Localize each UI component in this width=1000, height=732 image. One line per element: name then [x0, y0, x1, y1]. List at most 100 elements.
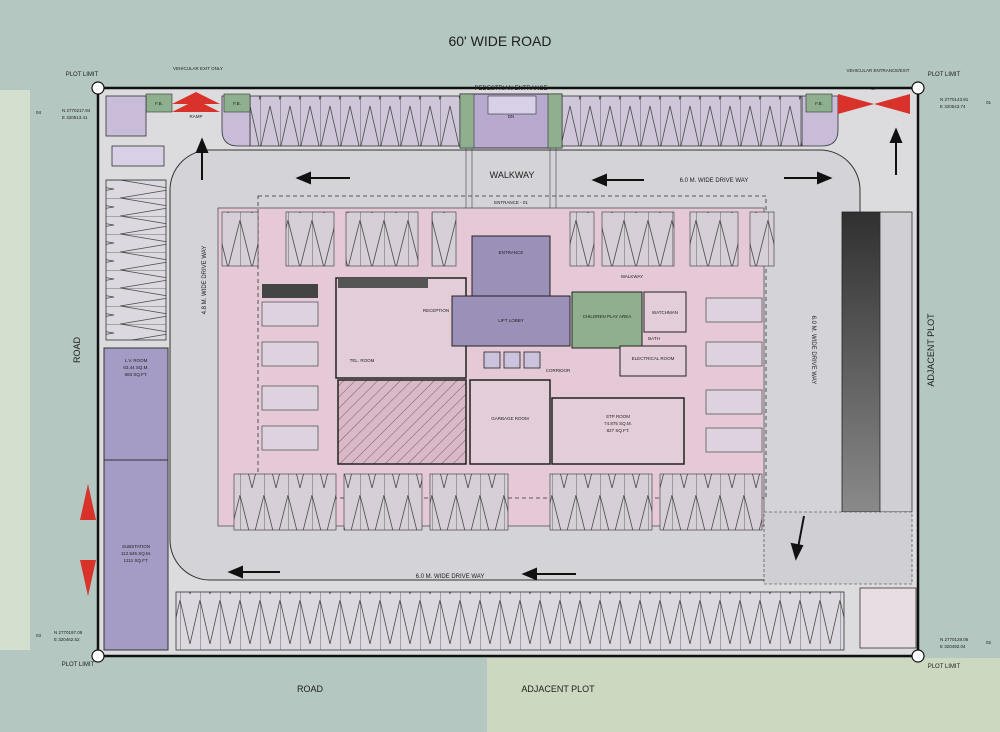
corner-e-tl: E 320513.41 — [62, 115, 88, 120]
podium-parking-b1 — [233, 473, 337, 531]
garbage-room — [469, 379, 551, 465]
stp-room-area-ft: 827 SQ.FT. — [607, 428, 630, 433]
watchman-label: WATCHMAN — [652, 310, 678, 315]
stp-room — [551, 397, 685, 465]
podium-parking-8 — [749, 211, 775, 267]
stp-room-name: STP ROOM — [606, 414, 630, 419]
ramp-curve-zone — [763, 511, 913, 585]
top-parking-right — [561, 95, 803, 147]
vehicular-exit-label: VEHICULAR EXIT ONLY — [173, 66, 223, 71]
corner-markers — [91, 81, 925, 663]
checker-panel — [262, 284, 318, 298]
electrical-label: ELECTRICAL ROOM — [632, 356, 675, 361]
corridor-label: CORRIDOR — [546, 368, 571, 373]
plot-limit-tr: PLOT LIMIT — [928, 72, 961, 78]
lift-shafts — [483, 351, 541, 369]
right-drive-label: 6.0 M. WIDE DRIVE WAY — [810, 316, 816, 385]
stp-hatched-room — [337, 379, 467, 465]
corner-n-tr: N 2770143.91 — [940, 97, 969, 102]
corner-n-tl: N 2770217.94 — [62, 108, 91, 113]
podium-parking-1 — [221, 211, 259, 267]
lv-room-area-m: 63.44 SQ.M. — [123, 365, 148, 370]
entrance-label: ENTRANCE — [499, 250, 524, 255]
fb-label-3: F.B. — [815, 101, 823, 106]
podium-parking-2 — [285, 211, 335, 267]
fb-box-3 — [805, 93, 833, 113]
entrance-dn-label: DN — [508, 114, 515, 119]
corner-n-bl: N 2770197.09 — [54, 630, 83, 635]
corner-e-bl: E 320462.52 — [54, 637, 80, 642]
plot-limit-tl: PLOT LIMIT — [66, 72, 99, 78]
plot-limit-bl: PLOT LIMIT — [62, 662, 95, 668]
left-road-label: ROAD — [72, 337, 82, 364]
lift-lobby-label: LIFT LOBBY — [498, 318, 523, 323]
bottom-adjacent-label: ADJACENT PLOT — [521, 684, 595, 694]
corner-num-tr: 01 — [986, 100, 992, 105]
top-road-label: 60' WIDE ROAD — [448, 33, 551, 49]
children-play-area-room — [571, 291, 643, 349]
podium-parking-b3 — [429, 473, 509, 531]
left-parking — [105, 179, 167, 341]
substation-area-ft: 1211 SQ.FT. — [124, 558, 149, 563]
corner-n-br: N 2770128.06 — [940, 637, 969, 642]
staircase-bottom-right — [859, 587, 917, 649]
ramp-side — [879, 211, 913, 513]
corner-num-tl: 04 — [36, 110, 42, 115]
entrance-top-label: ENTRANCE - 01 — [494, 200, 528, 205]
podium-parking-b4 — [549, 473, 653, 531]
substation-side-arrows — [80, 484, 96, 596]
corner-num-br: 02 — [986, 640, 992, 645]
bottom-parking — [175, 591, 845, 651]
core-rooms-left — [335, 277, 467, 379]
flow-arrows — [195, 127, 903, 581]
podium-parking-b5 — [659, 473, 763, 531]
tel-room-label: TEL. ROOM — [350, 358, 375, 363]
entry-ramp-arrows — [838, 94, 910, 114]
substation-name: SUBSTATION — [122, 544, 150, 549]
substation-area-m: 112.545 SQ.M. — [121, 551, 151, 556]
garbage-room-label: GARBAGE ROOM — [491, 416, 529, 421]
right-adjacent-strip — [955, 90, 1000, 650]
reception-label: RECEPTION — [423, 308, 449, 313]
inner-walkway-label: WALKWAY — [621, 274, 643, 279]
fb-label-2: F.B. — [233, 101, 241, 106]
entrance-planter-left — [459, 93, 475, 149]
substation-room — [103, 459, 169, 651]
walkway-label: WALKWAY — [490, 170, 535, 180]
left-road-strip — [0, 90, 30, 650]
bottom-road-label: ROAD — [297, 684, 324, 694]
corner-num-bl: 03 — [36, 633, 42, 638]
vehicular-entry-exit-label: VEHICULAR ENTRANCE/EXIT — [846, 68, 909, 73]
entrance-stair — [487, 95, 537, 115]
podium-parking-6 — [601, 211, 675, 267]
podium-parking-b2 — [343, 473, 423, 531]
left-corner-block — [105, 95, 147, 137]
podium-parking-3 — [345, 211, 419, 267]
top-drive-label: 6.0 M. WIDE DRIVE WAY — [680, 178, 749, 184]
right-adjacent-label: ADJACENT PLOT — [926, 313, 936, 387]
bottom-drive-label: 6.0 M. WIDE DRIVE WAY — [416, 574, 485, 580]
pedestrian-entrance-label: PEDESTRIAN ENTRANCE — [474, 86, 547, 92]
podium-side-parking-left — [261, 301, 319, 451]
bath-label: BATH — [648, 336, 660, 341]
corner-e-tr: E 320543.74 — [940, 104, 966, 109]
bottom-adjacent-plot — [487, 658, 1000, 732]
ramp-label: RAMP — [189, 114, 202, 119]
lift-lobby-room — [451, 295, 571, 347]
corner-e-br: E 320492.04 — [940, 644, 966, 649]
entrance-planter-right — [547, 93, 563, 149]
stair-dark-band — [338, 278, 428, 288]
basement-ramp — [841, 211, 881, 513]
lv-room-name: L.V. ROOM — [125, 358, 148, 363]
exit-ramp-arrows — [172, 92, 220, 112]
children-play-label: CHILDREN PLAY AREA — [583, 314, 632, 319]
podium-parking-7 — [689, 211, 739, 267]
building-outline — [257, 195, 767, 499]
ramp-up-label: UP — [871, 86, 877, 91]
plot-limit-br: PLOT LIMIT — [928, 664, 961, 670]
lv-room-area-ft: 683 SQ.FT. — [125, 372, 148, 377]
podium-parking-5 — [569, 211, 595, 267]
lv-room — [103, 347, 169, 461]
left-transformer — [111, 145, 165, 167]
